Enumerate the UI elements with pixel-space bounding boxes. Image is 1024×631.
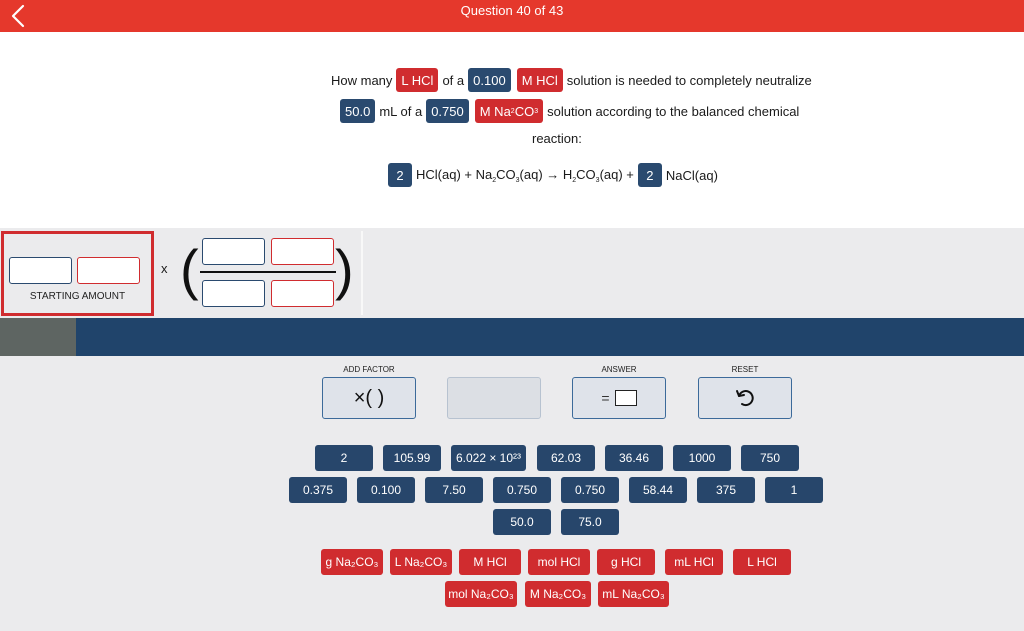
- empty-control-slot: [447, 377, 541, 419]
- number-tile[interactable]: 1000: [673, 445, 731, 471]
- number-tile[interactable]: 0.375: [289, 477, 347, 503]
- equation-text: HCl(aq) + Na2CO3(aq) → H2CO3(aq) +: [416, 166, 634, 184]
- reset-label: RESET: [731, 365, 759, 374]
- factor-denominator-value-slot[interactable]: [202, 280, 265, 307]
- number-tile[interactable]: 36.46: [605, 445, 663, 471]
- unit-tile[interactable]: g HCl: [597, 549, 655, 575]
- number-tile[interactable]: 58.44: [629, 477, 687, 503]
- question-line-3: reaction:: [531, 131, 583, 146]
- chevron-left-icon: [11, 4, 25, 28]
- starting-amount-box[interactable]: STARTING AMOUNT: [1, 231, 154, 316]
- tag-text: M Na: [479, 103, 511, 119]
- number-tile[interactable]: 62.03: [537, 445, 595, 471]
- equation-text: NaCl(aq): [665, 167, 718, 183]
- unit-tile[interactable]: g Na₂CO₃: [321, 549, 383, 575]
- unit-tile[interactable]: mol Na₂CO₃: [445, 581, 517, 607]
- coefficient-nacl: 2: [637, 163, 662, 187]
- top-bar: Question 40 of 43: [0, 0, 1024, 32]
- question-text: reaction:: [532, 131, 582, 146]
- tag-volume: 50.0: [340, 99, 376, 123]
- number-tile[interactable]: 750: [741, 445, 799, 471]
- unit-tile[interactable]: M HCl: [459, 549, 521, 575]
- number-tile[interactable]: 0.750: [561, 477, 619, 503]
- number-tile[interactable]: 0.750: [493, 477, 551, 503]
- factor-denominator-unit-slot[interactable]: [271, 280, 334, 307]
- undo-icon: [736, 390, 754, 407]
- equation-part: (aq) → H: [519, 166, 573, 182]
- band-left-segment: [0, 318, 76, 356]
- answer-label: ANSWER: [601, 365, 637, 374]
- left-parenthesis: (: [180, 238, 199, 301]
- progress-band: [0, 318, 1024, 356]
- unit-tile[interactable]: mol HCl: [528, 549, 590, 575]
- unit-tile[interactable]: mL HCl: [665, 549, 723, 575]
- number-tile[interactable]: 0.100: [357, 477, 415, 503]
- factor-numerator-unit-slot[interactable]: [271, 238, 334, 265]
- question-text: solution according to the balanced chemi…: [547, 103, 800, 119]
- setup-divider: [361, 231, 363, 315]
- question-counter: Question 40 of 43: [460, 3, 564, 18]
- equation-part: CO: [576, 166, 596, 182]
- tag-concentration-hcl: 0.100: [468, 68, 511, 92]
- back-button[interactable]: [6, 3, 32, 29]
- equals-sign: =: [601, 390, 610, 406]
- add-factor-label: ADD FACTOR: [343, 365, 395, 374]
- unit-tile[interactable]: L HCl: [733, 549, 791, 575]
- unit-tile[interactable]: L Na₂CO₃: [390, 549, 452, 575]
- starting-unit-slot[interactable]: [77, 257, 140, 284]
- dimensional-analysis-area: [0, 228, 1024, 318]
- question-text: of a: [442, 72, 465, 88]
- question-text: mL of a: [379, 103, 423, 119]
- number-tile[interactable]: 6.022 × 10²³: [451, 445, 526, 471]
- starting-value-slot[interactable]: [9, 257, 72, 284]
- number-tile[interactable]: 105.99: [383, 445, 441, 471]
- number-tile[interactable]: 1: [765, 477, 823, 503]
- multiply-sign: x: [161, 261, 168, 276]
- equation-part: CO: [496, 166, 516, 182]
- tag-m-hcl: M HCl: [516, 68, 563, 92]
- question-text: solution is needed to completely neutral…: [566, 72, 812, 88]
- chemical-equation: 2 HCl(aq) + Na2CO3(aq) → H2CO3(aq) + 2 N…: [385, 163, 719, 187]
- equation-part: (aq) +: [599, 166, 634, 182]
- answer-button[interactable]: =: [572, 377, 666, 419]
- factor-numerator-value-slot[interactable]: [202, 238, 265, 265]
- question-line-1: How many L HCl of a 0.100 M HCl solution…: [330, 68, 813, 92]
- answer-square-icon: [614, 390, 637, 406]
- starting-amount-label: STARTING AMOUNT: [29, 291, 126, 302]
- number-tile[interactable]: 7.50: [425, 477, 483, 503]
- add-factor-button[interactable]: ×( ): [322, 377, 416, 419]
- coefficient-hcl: 2: [388, 163, 412, 187]
- tag-concentration-na2co3: 0.750: [426, 99, 469, 123]
- question-text: How many: [331, 72, 393, 88]
- reset-button[interactable]: [698, 377, 792, 419]
- number-tile[interactable]: 375: [697, 477, 755, 503]
- unit-tile[interactable]: M Na₂CO₃: [525, 581, 591, 607]
- number-tile[interactable]: 2: [315, 445, 373, 471]
- add-factor-text: ×( ): [353, 386, 385, 409]
- number-tile[interactable]: 50.0: [493, 509, 551, 535]
- tag-l-hcl: L HCl: [396, 68, 439, 92]
- equation-part: HCl(aq) + Na: [416, 166, 493, 182]
- unit-tile[interactable]: mL Na₂CO₃: [598, 581, 669, 607]
- right-parenthesis: ): [335, 238, 354, 301]
- number-tile[interactable]: 75.0: [561, 509, 619, 535]
- fraction-bar: [200, 271, 336, 273]
